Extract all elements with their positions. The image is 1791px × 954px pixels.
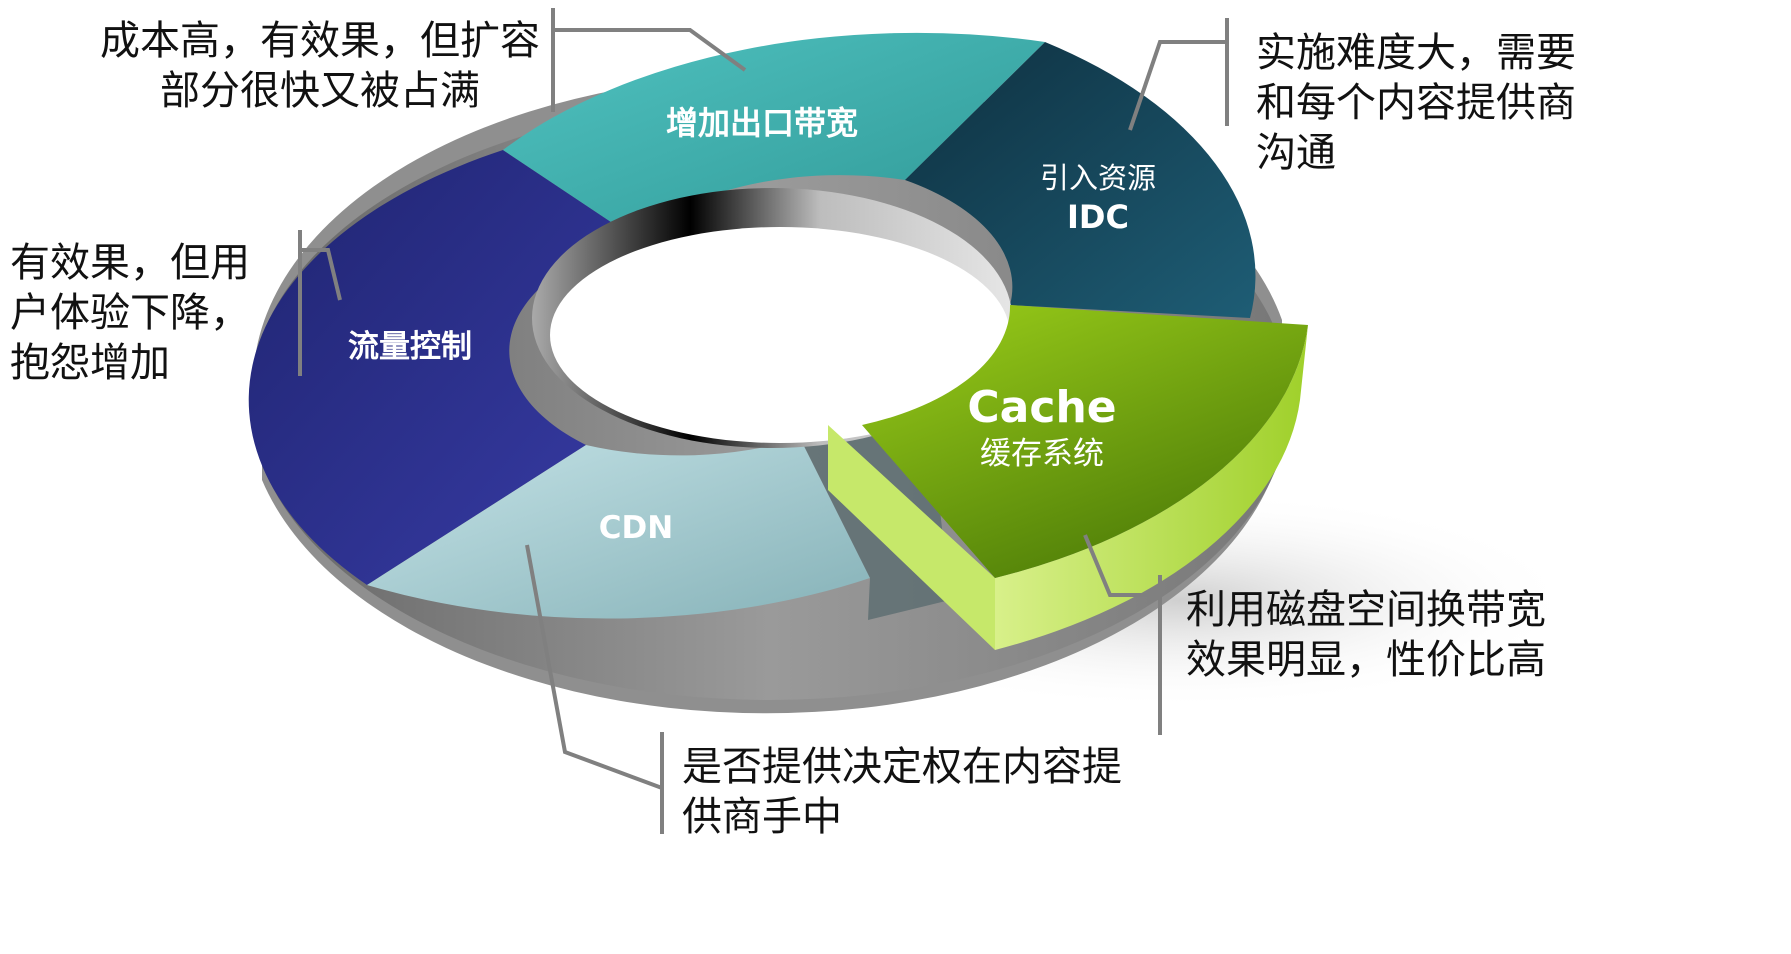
callout-line-idc — [1128, 18, 1229, 131]
note-bandwidth: 成本高，有效果，但扩容 部分很快又被占满 — [100, 16, 540, 116]
note-flow-line3: 抱怨增加 — [10, 340, 170, 386]
label-idc-top: 引入资源 — [1040, 161, 1156, 195]
note-cdn: 是否提供决定权在内容提 供商手中 — [682, 742, 1142, 842]
label-cache-bottom: 缓存系统 — [980, 436, 1104, 472]
callout-lines — [298, 8, 1229, 834]
segment-cache-top — [862, 305, 1308, 578]
note-cache-line2: 效果明显，性价比高 — [1186, 637, 1546, 683]
note-cache-line1: 利用磁盘空间换带宽 — [1186, 587, 1546, 633]
note-idc: 实施难度大，需要 和每个内容提供商 沟通 — [1256, 28, 1596, 178]
callout-line-cache — [1083, 534, 1162, 735]
label-cdn: CDN — [599, 510, 673, 546]
label-cache-top: Cache — [967, 382, 1116, 433]
note-flow-line2: 户体验下降， — [10, 290, 250, 336]
callout-line-cdn — [525, 544, 664, 834]
segment-flow-control — [248, 150, 636, 585]
segment-idc — [905, 42, 1256, 318]
callout-line-bandwidth — [551, 8, 747, 112]
segment-cache-side — [828, 425, 995, 650]
note-cdn-line2: 供商手中 — [682, 794, 842, 840]
ring-hole — [550, 227, 1010, 443]
note-bandwidth-line1: 成本高，有效果，但扩容 — [100, 18, 540, 64]
note-idc-line1: 实施难度大，需要 — [1256, 30, 1576, 76]
note-idc-line3: 沟通 — [1256, 130, 1336, 176]
note-cache: 利用磁盘空间换带宽 效果明显，性价比高 — [1186, 585, 1586, 685]
note-flow-control: 有效果，但用 户体验下降， 抱怨增加 — [10, 238, 270, 388]
note-cdn-line1: 是否提供决定权在内容提 — [682, 744, 1122, 790]
callout-line-flow — [298, 230, 342, 376]
segment-cdn — [367, 438, 870, 619]
label-flow-control: 流量控制 — [348, 329, 472, 365]
note-bandwidth-line2: 部分很快又被占满 — [160, 68, 480, 114]
note-idc-line2: 和每个内容提供商 — [1256, 80, 1576, 126]
segment-cache-group — [828, 305, 1308, 650]
note-flow-line1: 有效果，但用 — [10, 240, 250, 286]
label-idc-bottom: IDC — [1067, 198, 1129, 236]
label-bandwidth: 增加出口带宽 — [666, 104, 858, 142]
segment-cache-front — [995, 325, 1308, 650]
segment-bandwidth — [503, 32, 1045, 239]
